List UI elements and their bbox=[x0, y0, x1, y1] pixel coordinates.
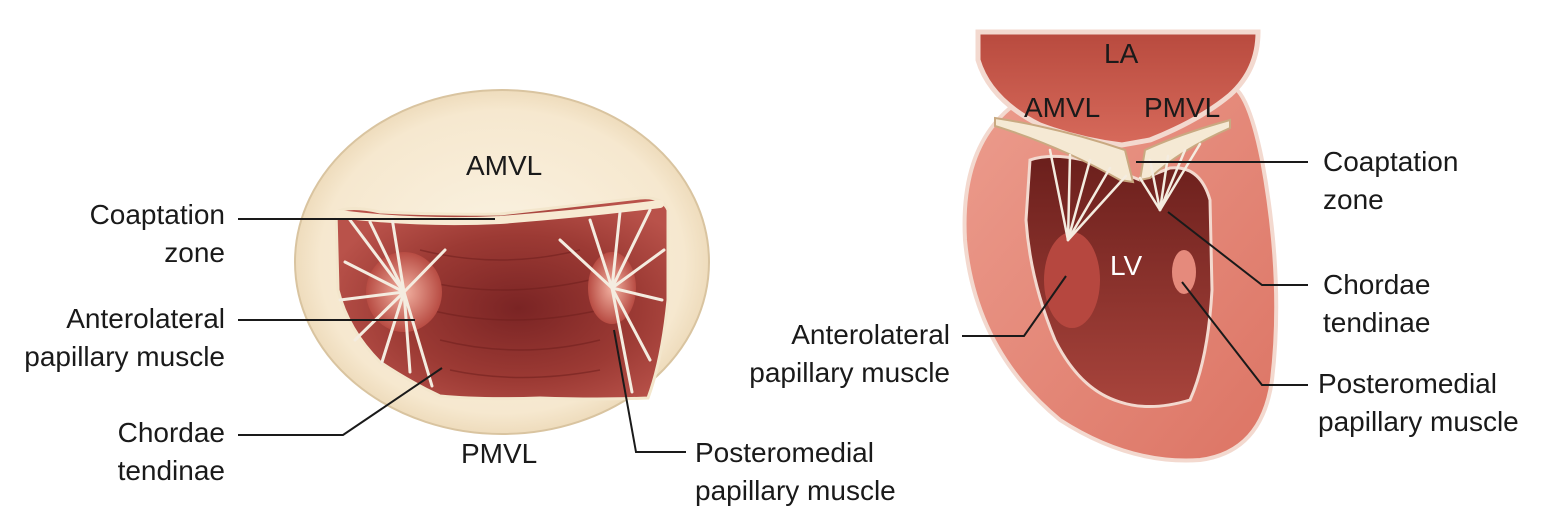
leader-posteromedial-right bbox=[1181, 281, 1308, 386]
label-posteromedial-papillary-muscle-left: Posteromedial papillary muscle bbox=[695, 434, 896, 510]
label-line: papillary muscle bbox=[695, 475, 896, 506]
label-line: zone bbox=[1323, 184, 1384, 215]
label-line: Anterolateral bbox=[66, 303, 225, 334]
label-line: papillary muscle bbox=[1318, 406, 1519, 437]
leader-posteromedial-left bbox=[613, 329, 686, 453]
label-line: Anterolateral bbox=[791, 319, 950, 350]
label-posteromedial-papillary-muscle-right: Posteromedial papillary muscle bbox=[1318, 365, 1519, 441]
label-line: tendinae bbox=[117, 455, 225, 486]
label-pmvl-right: PMVL bbox=[1144, 92, 1221, 123]
leader-anterolateral-right bbox=[962, 275, 1067, 337]
label-line: Posteromedial bbox=[1318, 368, 1497, 399]
label-la: LA bbox=[1104, 38, 1139, 69]
posteromedial-papillary-muscle-lv bbox=[1172, 250, 1196, 294]
label-anterolateral-papillary-muscle-right: Anterolateral papillary muscle bbox=[700, 316, 950, 392]
chordae-strands-right bbox=[1048, 142, 1202, 242]
label-lv: LV bbox=[1110, 250, 1143, 281]
label-coaptation-zone-right: Coaptation zone bbox=[1323, 143, 1458, 219]
label-chordae-tendinae-right: Chordae tendinae bbox=[1323, 266, 1430, 342]
label-line: Coaptation bbox=[1323, 146, 1459, 177]
label-line: Chordae bbox=[1323, 269, 1431, 300]
label-line: papillary muscle bbox=[749, 357, 950, 388]
label-line: tendinae bbox=[1323, 307, 1431, 338]
label-pmvl-left: PMVL bbox=[461, 438, 538, 469]
label-amvl-right: AMVL bbox=[1024, 92, 1101, 123]
anterior-leaflet bbox=[994, 116, 1135, 184]
label-line: zone bbox=[164, 237, 225, 268]
label-anterolateral-papillary-muscle-left: Anterolateral papillary muscle bbox=[0, 300, 225, 376]
chordae-strands-left bbox=[338, 208, 666, 394]
label-line: papillary muscle bbox=[24, 341, 225, 372]
valve-top-view bbox=[294, 89, 710, 435]
left-atrium bbox=[975, 29, 1261, 148]
label-line: Posteromedial bbox=[695, 437, 874, 468]
label-coaptation-zone-left: Coaptation zone bbox=[20, 196, 225, 272]
valve-cavity bbox=[334, 196, 670, 401]
label-line: Coaptation bbox=[89, 199, 225, 230]
leader-lines bbox=[238, 161, 1308, 453]
leader-chordae-right bbox=[1167, 211, 1308, 286]
label-chordae-tendinae-left: Chordae tendinae bbox=[20, 414, 225, 490]
label-line: Chordae bbox=[117, 417, 225, 448]
label-amvl-left: AMVL bbox=[466, 150, 543, 181]
anterolateral-papillary-muscle-lv bbox=[1044, 232, 1100, 328]
heart-cross-section bbox=[962, 29, 1279, 463]
leader-chordae-left bbox=[238, 367, 443, 436]
